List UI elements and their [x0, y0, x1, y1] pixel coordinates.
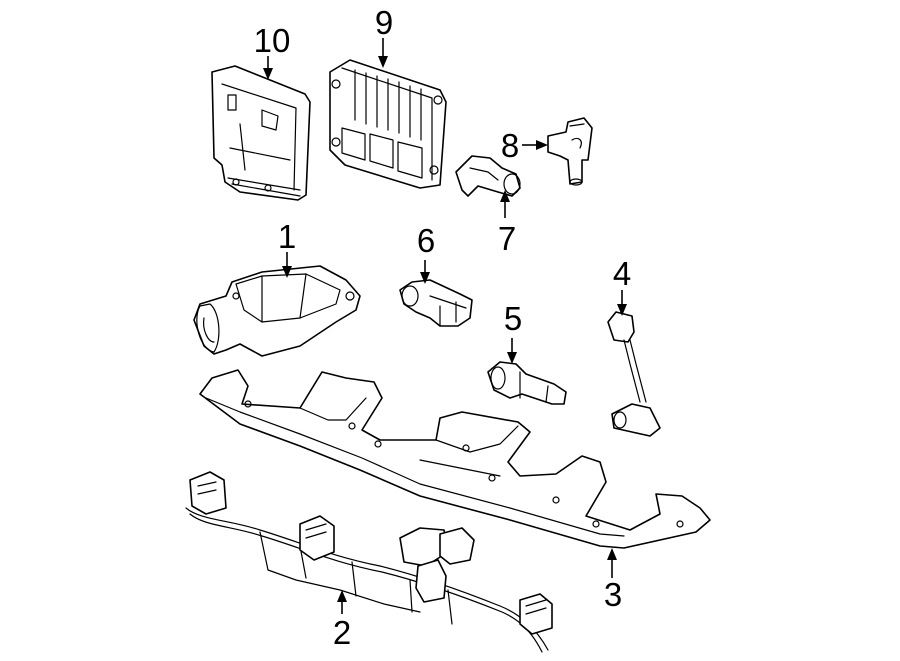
part-10-ecm-bracket [211, 65, 311, 201]
callout-labels: 10 9 8 7 1 6 4 5 3 2 [254, 4, 632, 651]
part-9-ecm-module [329, 59, 447, 189]
callout-3: 3 [604, 576, 622, 613]
callout-10: 10 [254, 22, 291, 59]
part-4-sensor-lead [607, 311, 661, 437]
callout-2: 2 [333, 614, 351, 651]
part-5-knock-sensor [487, 361, 567, 405]
callout-1: 1 [278, 218, 296, 255]
callout-7: 7 [498, 220, 516, 257]
part-1-ignition-coil [193, 265, 361, 357]
part-7-sensor [455, 155, 521, 197]
callout-4: 4 [613, 255, 631, 292]
callout-5: 5 [504, 300, 522, 337]
part-6-sensor [399, 279, 473, 327]
callout-6: 6 [417, 222, 435, 259]
part-2-wiring-harness [185, 471, 553, 653]
part-8-cam-sensor [547, 117, 593, 186]
callout-9: 9 [375, 4, 393, 41]
part-3-coil-bracket [199, 369, 711, 549]
leader-arrows [263, 38, 627, 614]
callout-8: 8 [501, 127, 519, 164]
